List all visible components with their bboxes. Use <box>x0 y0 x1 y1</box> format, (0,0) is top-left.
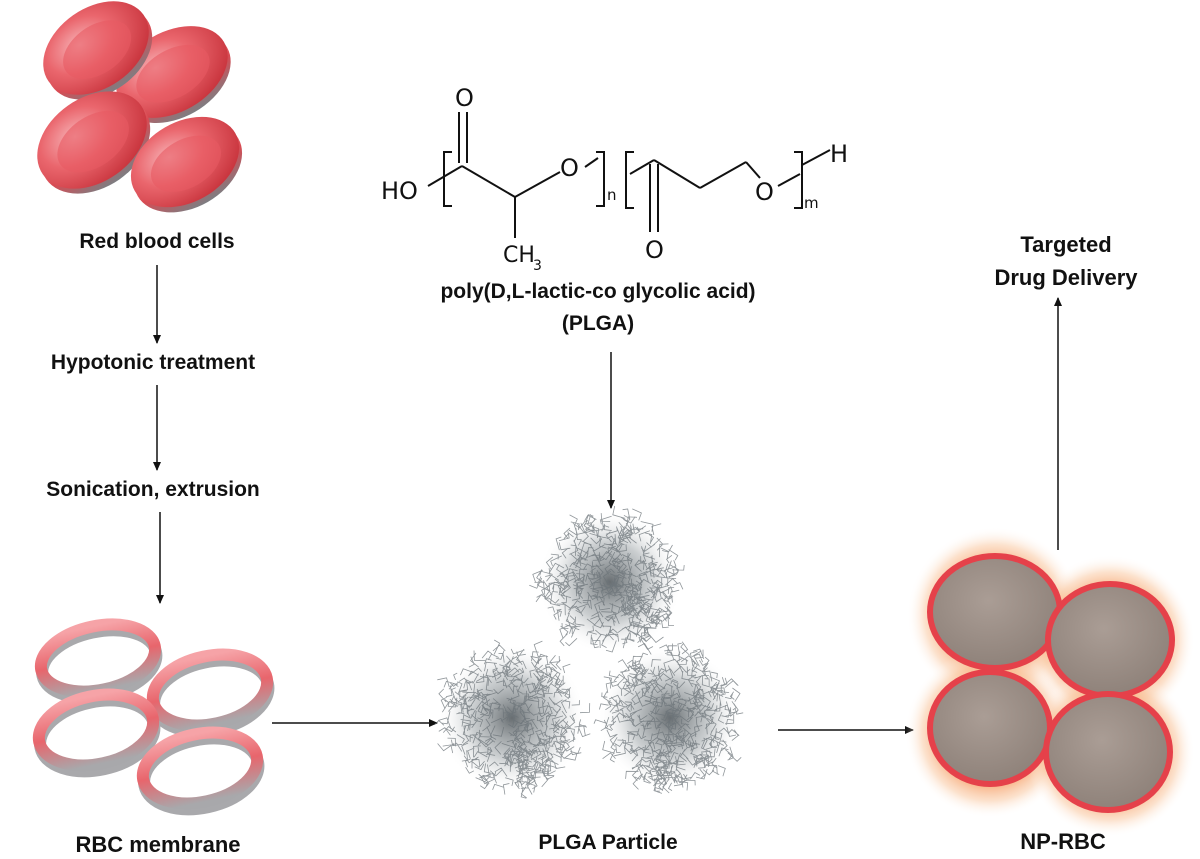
label-rbc-membrane: RBC membrane <box>75 832 240 857</box>
plga-particle-sphere <box>593 641 744 794</box>
chem-subscript-n: n <box>607 186 617 204</box>
rbc-membrane-illustration <box>32 618 275 816</box>
plga-particles-illustration <box>434 505 744 799</box>
red-blood-cells-illustration <box>37 1 243 213</box>
label-np-rbc: NP-RBC <box>1020 829 1106 854</box>
label-drug-delivery: Drug Delivery <box>994 265 1138 290</box>
chem-o-carbonyl-1: O <box>455 84 474 112</box>
plga-structure <box>427 112 831 238</box>
label-red-blood-cells: Red blood cells <box>79 230 234 253</box>
np-rbc-illustration <box>905 527 1195 837</box>
label-hypotonic-treatment: Hypotonic treatment <box>51 351 255 374</box>
label-targeted: Targeted <box>1020 232 1111 257</box>
label-plga-particle: PLGA Particle <box>538 831 677 854</box>
chem-ch: CH <box>503 243 535 268</box>
label-sonication-extrusion: Sonication, extrusion <box>46 478 260 501</box>
chem-ho: HO <box>381 177 418 205</box>
plga-atom-labels: HO O O n O O m H CH 3 <box>381 84 848 274</box>
chem-o-ester-1: O <box>560 154 579 182</box>
chem-subscript-m: m <box>804 194 819 212</box>
chem-h: H <box>830 140 848 168</box>
plga-particle-sphere <box>434 639 591 799</box>
chem-o-carbonyl-2: O <box>645 236 664 264</box>
chem-ch3-subscript: 3 <box>533 258 542 274</box>
label-plga-name: poly(D,L-lactic-co glycolic acid) <box>440 280 755 303</box>
chem-o-ester-2: O <box>755 178 774 206</box>
plga-particle-sphere <box>529 505 685 654</box>
label-plga-abbr: (PLGA) <box>562 312 634 335</box>
